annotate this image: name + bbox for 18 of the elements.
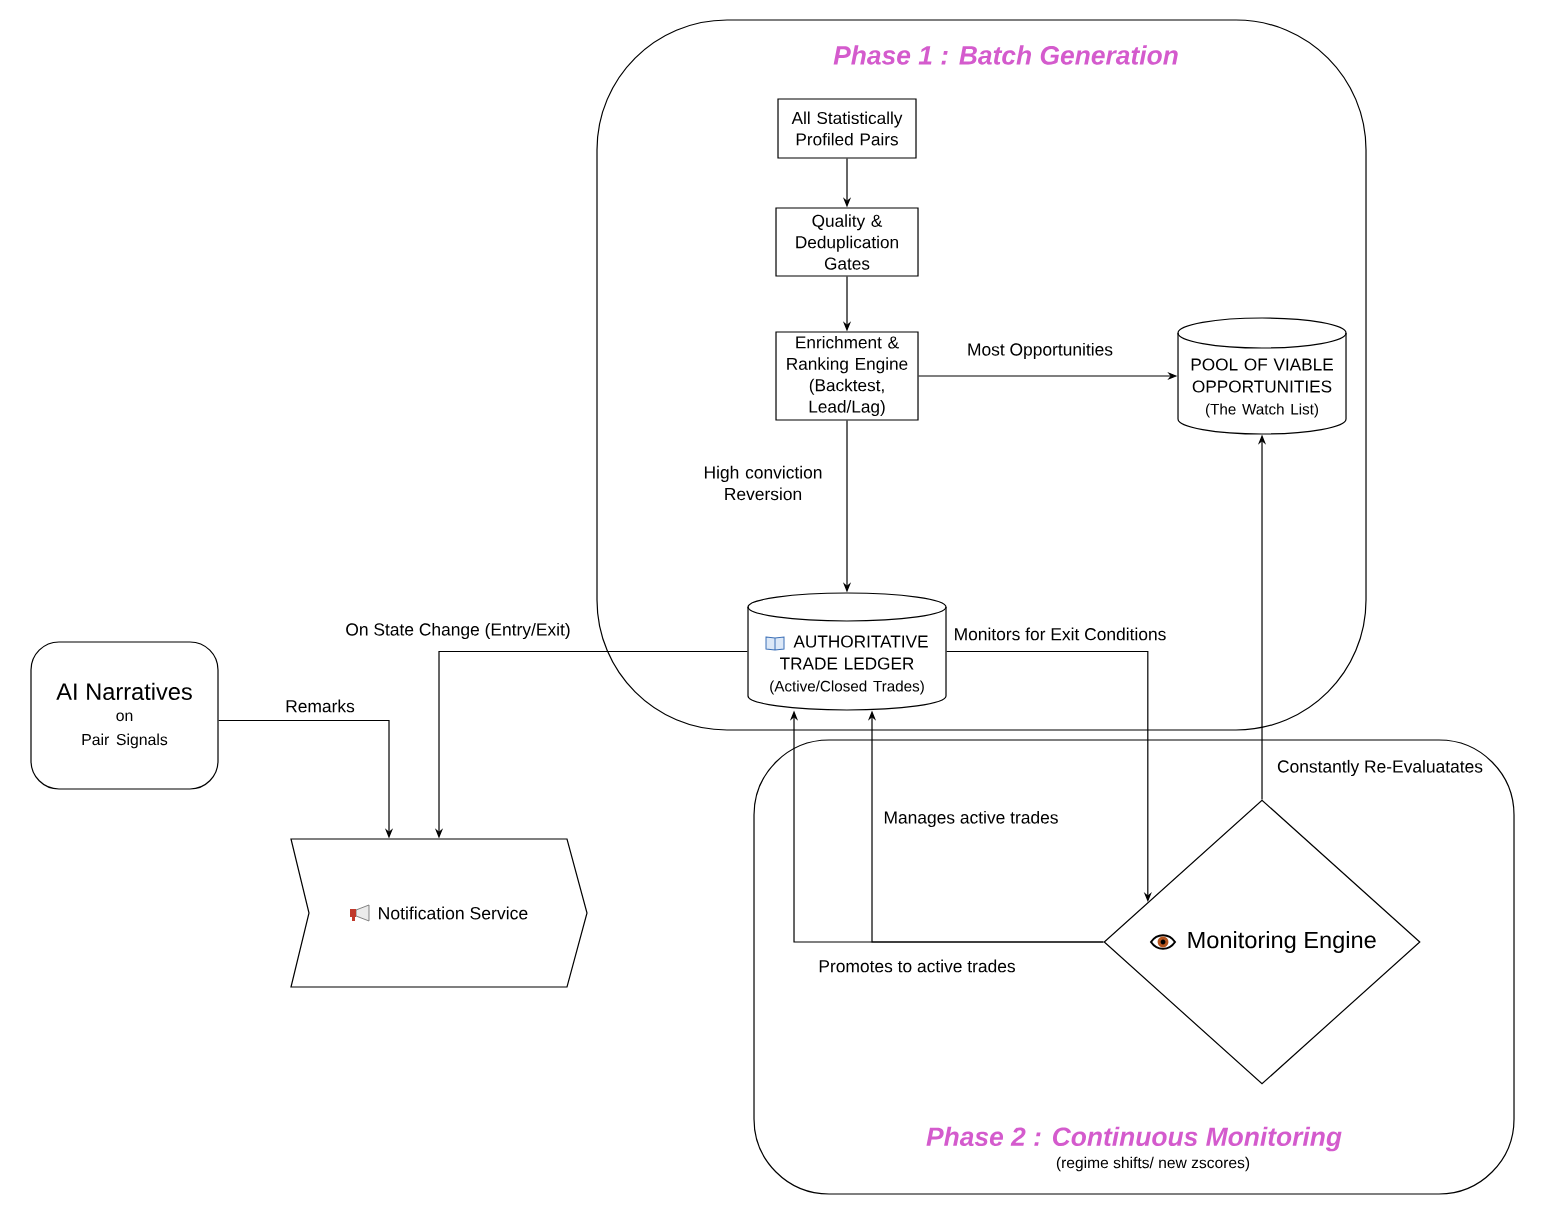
step-chevron: Notification Service xyxy=(290,838,588,988)
edge-label: Constantly Re-Evaluatates xyxy=(1275,757,1485,779)
edge-label: Remarks xyxy=(283,697,357,715)
edge-label: Promotes to active trades xyxy=(816,957,1018,975)
edge-label: Manages active trades xyxy=(881,808,1061,830)
group-title: Phase 1 : Batch Generation xyxy=(833,45,1178,65)
group-subtitle: (regime shifts/ new zscores) xyxy=(1056,1156,1250,1172)
database-cylinder: AUTHORITATIVE TRADE LEDGER (Active/Closed Trades) xyxy=(747,592,947,711)
rounded-box: AI Narratives on Pair Signals xyxy=(30,641,219,790)
process-box: All Statistically Profiled Pairs xyxy=(777,98,917,159)
process-box: Quality & Deduplication Gates xyxy=(775,207,919,277)
edge-label: Monitors for Exit Conditions xyxy=(951,625,1169,643)
edge-label: On State Change (Entry/Exit) xyxy=(343,620,573,642)
edge-label: Most Opportunities xyxy=(965,340,1116,362)
group-title: Phase 2 : Continuous Monitoring xyxy=(926,1126,1342,1152)
database-cylinder: POOL OF VIABLE OPPORTUNITIES (The Watch List) xyxy=(1177,317,1347,435)
edge-label: High conviction Reversion xyxy=(699,463,827,503)
process-box: Enrichment & Ranking Engine (Backtest, Lead/Lag) xyxy=(775,331,919,421)
